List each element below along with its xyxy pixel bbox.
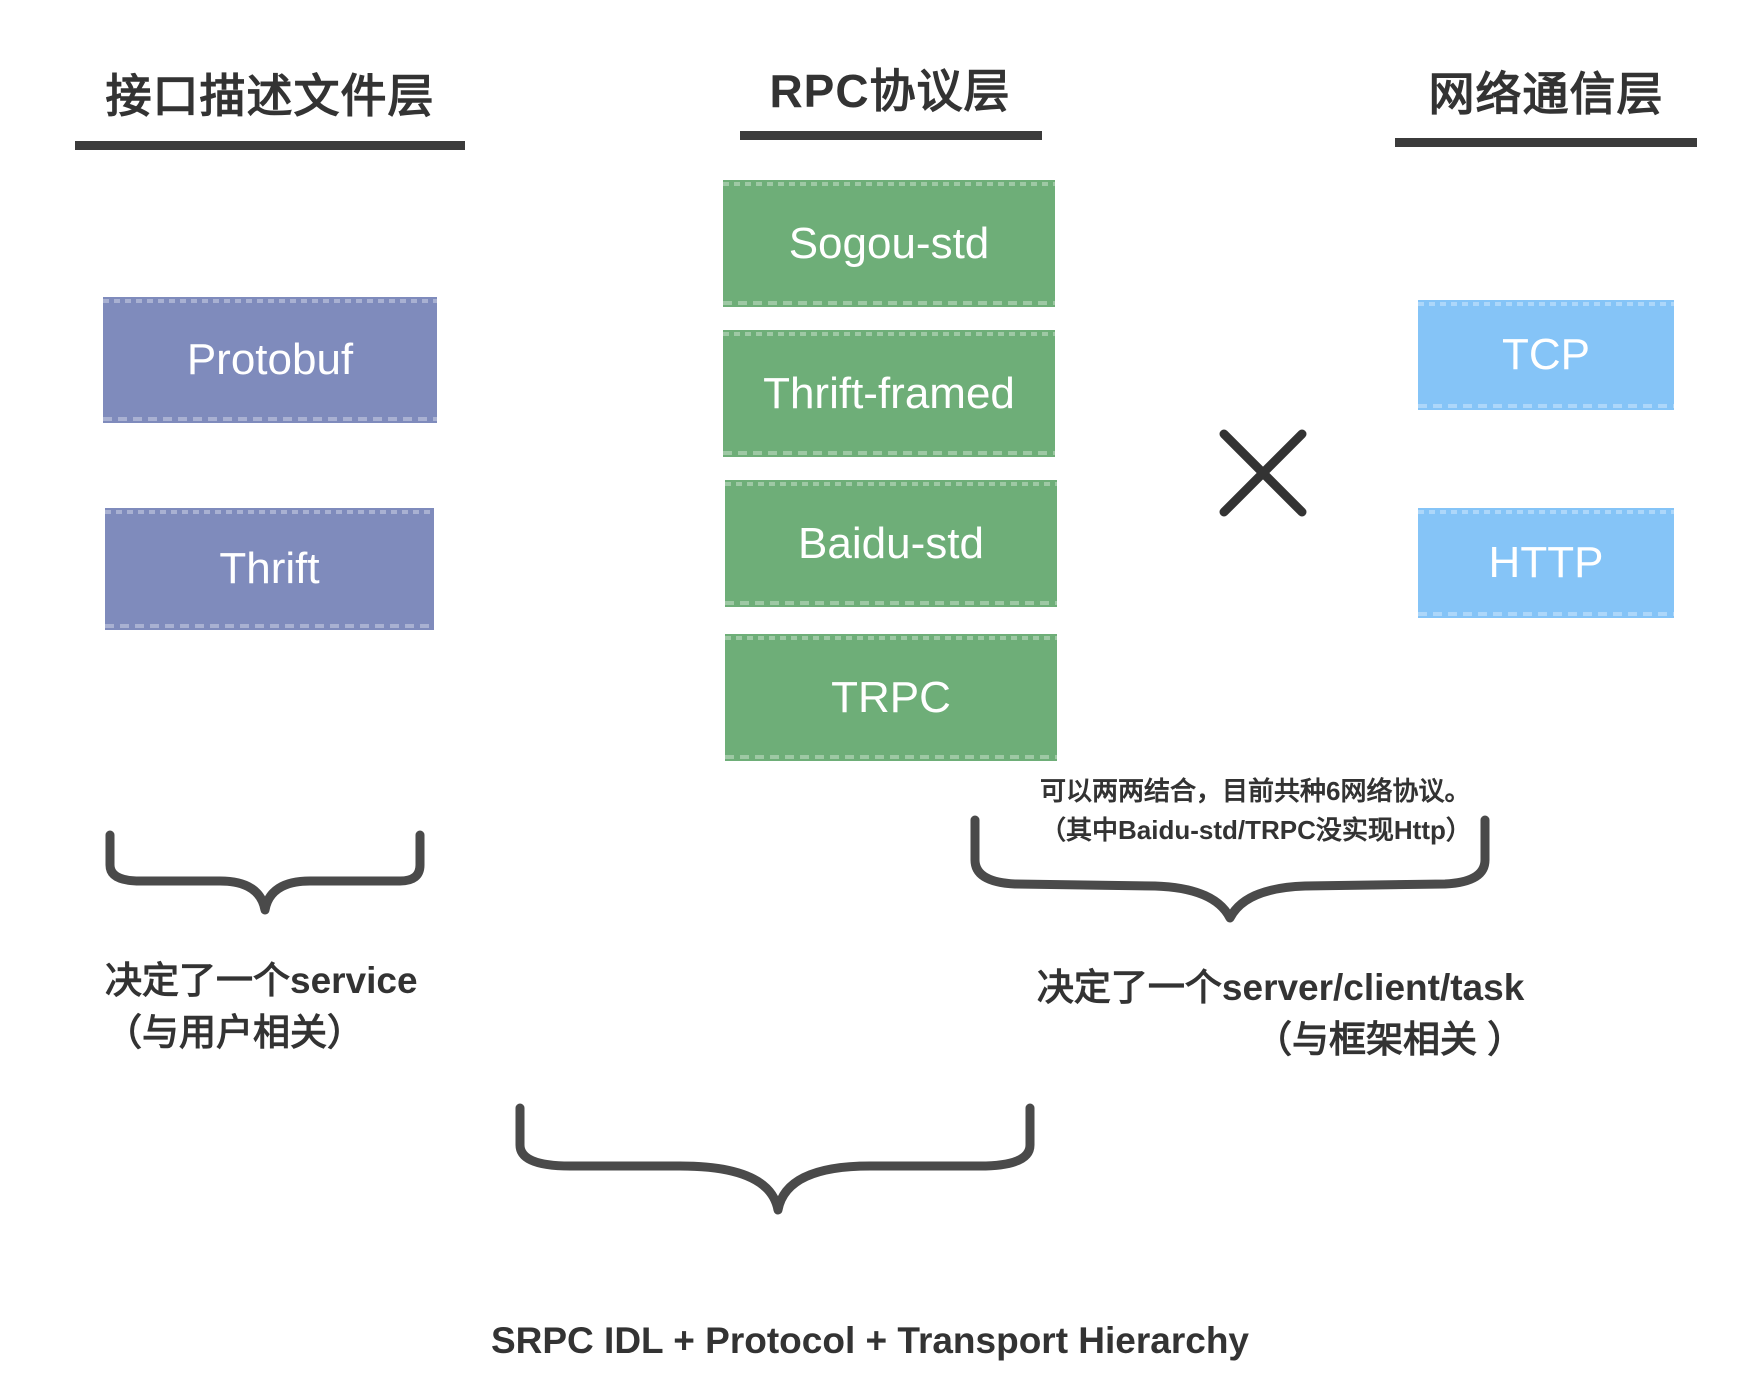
protocol-box-baidu-std: Baidu-std — [725, 480, 1057, 607]
network-layer-underline — [1395, 138, 1697, 147]
protocol-network-description-line1: 决定了一个server/client/task — [1036, 967, 1525, 1008]
protocol-network-description: 决定了一个server/client/task （与框架相关 ） — [970, 962, 1524, 1066]
protocol-box-trpc: TRPC — [725, 634, 1057, 761]
protocol-layer-title: RPC协议层 — [769, 65, 1011, 117]
idl-brace — [105, 830, 425, 915]
idl-layer-underline — [75, 141, 465, 150]
idl-description-line1: 决定了一个service — [105, 960, 418, 1001]
combination-note: 可以两两结合，目前共种6网络协议。 （其中Baidu-std/TRPC没实现Ht… — [1040, 772, 1472, 850]
hierarchy-caption: SRPC IDL + Protocol + Transport Hierarch… — [490, 1320, 1250, 1361]
protocol-network-description-line2: （与框架相关 ） — [1255, 1019, 1525, 1060]
network-box-tcp: TCP — [1418, 300, 1674, 410]
network-box-http: HTTP — [1418, 508, 1674, 618]
idl-box-thrift: Thrift — [105, 508, 434, 630]
idl-description-line2: （与用户相关） — [105, 1012, 364, 1053]
protocol-box-thrift-framed: Thrift-framed — [723, 330, 1055, 457]
idl-description: 决定了一个service （与用户相关） — [105, 955, 418, 1059]
protocol-layer-underline — [740, 131, 1042, 140]
idl-box-protobuf: Protobuf — [103, 297, 437, 423]
combination-note-line2: （其中Baidu-std/TRPC没实现Http） — [1040, 815, 1472, 845]
combination-note-line1: 可以两两结合，目前共种6网络协议。 — [1040, 776, 1471, 806]
protocol-network-brace — [970, 815, 1490, 923]
combined-brace — [515, 1103, 1035, 1215]
network-layer-title: 网络通信层 — [1428, 68, 1664, 120]
protocol-box-sogou-std: Sogou-std — [723, 180, 1055, 307]
multiply-icon — [1219, 429, 1307, 517]
idl-layer-title: 接口描述文件层 — [105, 70, 435, 122]
